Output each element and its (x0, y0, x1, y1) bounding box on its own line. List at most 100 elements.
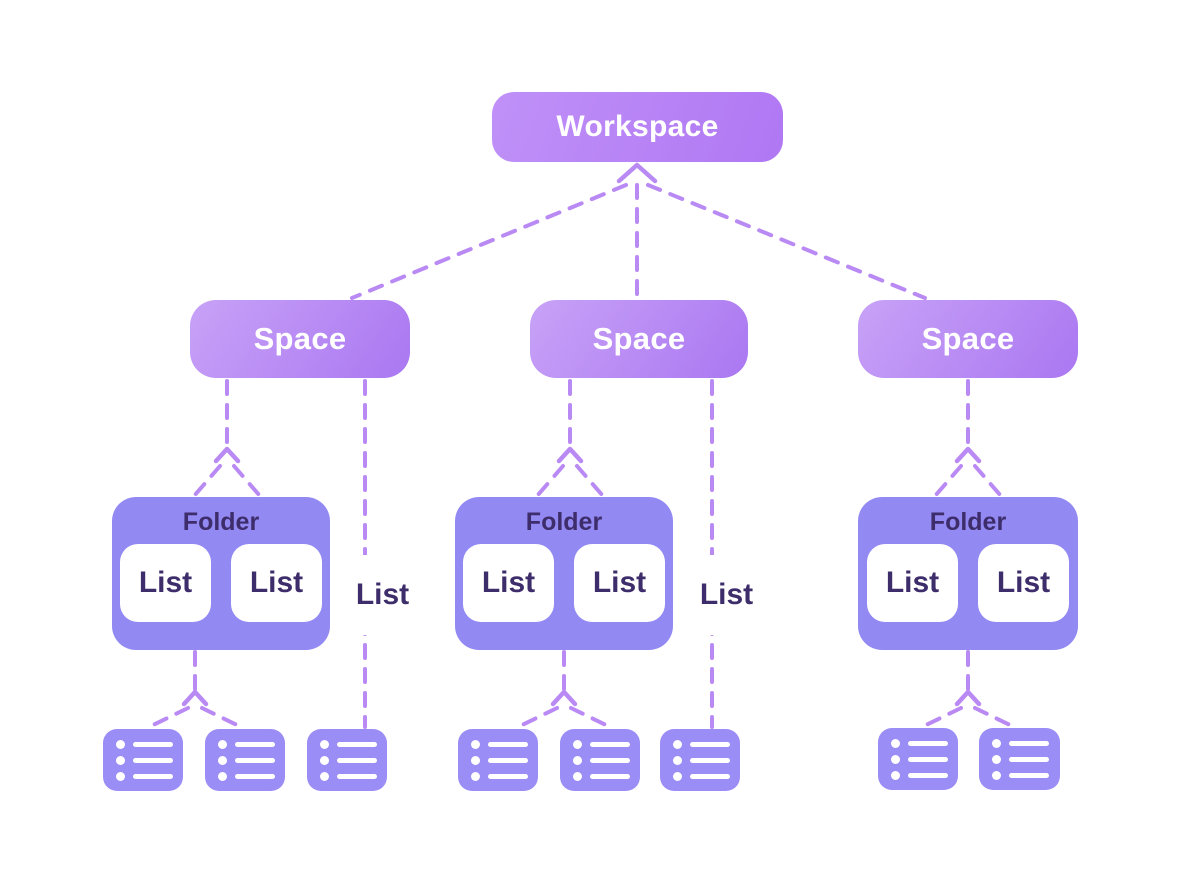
arrowhead-up-icon (550, 689, 578, 707)
list-node: List (463, 543, 554, 622)
space-label: Space (921, 321, 1015, 356)
connector-folder1-task1 (145, 706, 190, 730)
space-label: Space (592, 321, 686, 356)
task-list-icon (673, 739, 740, 749)
bullet-line-icon (235, 757, 275, 763)
list-label: List (885, 565, 940, 599)
connector-space1-folder-right (232, 464, 262, 498)
arrowhead-up-icon (616, 162, 658, 184)
workspace-node: Workspace (492, 92, 783, 162)
folder-lists: List List (463, 543, 665, 622)
task-list-icon (116, 755, 183, 765)
bullet-dot-icon (673, 755, 682, 765)
task-list-icon (992, 754, 1060, 764)
bullet-line-icon (133, 773, 173, 779)
task-list-icon (573, 771, 640, 781)
task-list-icon (218, 739, 285, 749)
bullet-line-icon (690, 741, 730, 747)
task-card (660, 729, 740, 791)
arrowhead-up-icon (954, 689, 982, 707)
list-label: List (699, 578, 754, 611)
bullet-dot-icon (992, 738, 1001, 748)
connector-folder1-task2 (200, 706, 245, 730)
folder-label: Folder (929, 508, 1007, 536)
bullet-line-icon (488, 741, 528, 747)
task-list-icon (320, 771, 387, 781)
list-label: List (481, 565, 536, 599)
task-card (878, 728, 958, 790)
bullet-dot-icon (891, 738, 900, 748)
task-card (560, 729, 640, 791)
connector-space3-folder-left (933, 464, 963, 498)
bullet-line-icon (908, 740, 948, 746)
list-label: List (355, 578, 410, 611)
bullet-dot-icon (992, 754, 1001, 764)
task-list-icon (573, 739, 640, 749)
bullet-dot-icon (673, 739, 682, 749)
bullet-line-icon (133, 757, 173, 763)
task-card (458, 729, 538, 791)
connector-workspace-space3 (646, 183, 927, 300)
bullet-line-icon (133, 741, 173, 747)
space-node-3: Space (858, 300, 1078, 378)
bullet-line-icon (337, 741, 377, 747)
task-list-icon (891, 738, 958, 748)
bullet-dot-icon (992, 770, 1001, 780)
list-node: List (867, 543, 958, 622)
folder-lists: List List (120, 543, 322, 622)
bullet-dot-icon (673, 771, 682, 781)
bullet-dot-icon (218, 771, 227, 781)
task-list-icon (992, 770, 1060, 780)
list-label: List (249, 565, 304, 599)
arrowhead-up-icon (181, 689, 209, 707)
space-label: Space (253, 321, 347, 356)
task-list-icon (891, 754, 958, 764)
bullet-dot-icon (218, 739, 227, 749)
bullet-line-icon (690, 773, 730, 779)
task-list-icon (320, 755, 387, 765)
task-list-icon (116, 771, 183, 781)
list-node: List (574, 543, 665, 622)
bullet-line-icon (337, 757, 377, 763)
bullet-line-icon (337, 773, 377, 779)
bullet-dot-icon (320, 771, 329, 781)
list-node-standalone-2: List (683, 555, 770, 635)
folder-label: Folder (182, 508, 260, 536)
bullet-dot-icon (320, 755, 329, 765)
list-node-standalone-1: List (340, 555, 425, 635)
task-list-icon (471, 771, 538, 781)
task-list-icon (471, 755, 538, 765)
list-label: List (138, 565, 193, 599)
bullet-dot-icon (218, 755, 227, 765)
bullet-line-icon (488, 757, 528, 763)
bullet-dot-icon (116, 771, 125, 781)
bullet-dot-icon (573, 771, 582, 781)
workspace-label: Workspace (556, 110, 719, 143)
list-node: List (231, 543, 322, 622)
list-node: List (120, 543, 211, 622)
list-label: List (592, 565, 647, 599)
bullet-line-icon (908, 772, 948, 778)
arrowhead-up-icon (954, 446, 982, 464)
task-card (103, 729, 183, 791)
connector-folder2-task2 (569, 706, 614, 730)
folder-node-1: Folder List List (112, 497, 330, 650)
folder-node-2: Folder List List (455, 497, 673, 650)
list-label: List (996, 565, 1051, 599)
bullet-line-icon (590, 741, 630, 747)
task-list-icon (673, 755, 740, 765)
task-list-icon (116, 739, 183, 749)
bullet-line-icon (590, 757, 630, 763)
bullet-line-icon (590, 773, 630, 779)
connector-folder3-task2 (973, 706, 1018, 730)
connector-workspace-space1 (350, 183, 628, 300)
bullet-dot-icon (471, 771, 480, 781)
connector-space2-folder-right (575, 464, 605, 498)
task-card (205, 729, 285, 791)
list-node: List (978, 543, 1069, 622)
folder-lists: List List (867, 543, 1069, 622)
bullet-dot-icon (573, 739, 582, 749)
connector-space1-folder-left (192, 464, 222, 498)
bullet-dot-icon (471, 755, 480, 765)
bullet-line-icon (235, 773, 275, 779)
